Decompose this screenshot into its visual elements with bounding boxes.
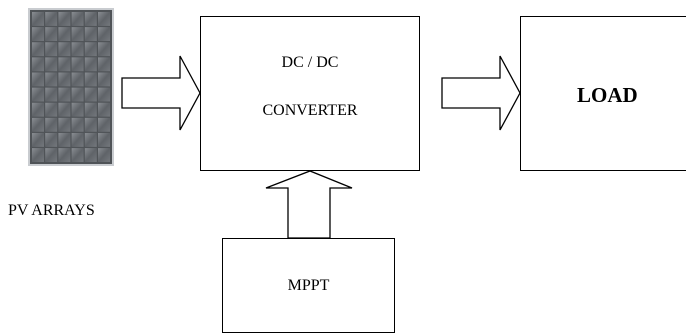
solar-cell [32, 102, 44, 117]
solar-cell [98, 27, 110, 42]
solar-cell [58, 148, 71, 162]
solar-cell [71, 57, 84, 72]
solar-cell [84, 57, 97, 72]
solar-cell [45, 72, 58, 87]
solar-cell [71, 117, 84, 132]
solar-cell [98, 42, 110, 57]
solar-cell [32, 72, 44, 87]
solar-cell [58, 132, 71, 147]
solar-cell [84, 12, 97, 26]
solar-cell [84, 148, 97, 162]
solar-cell [98, 87, 110, 102]
solar-cell [58, 87, 71, 102]
solar-cell [58, 27, 71, 42]
solar-cell [32, 148, 44, 162]
solar-cell [32, 27, 44, 42]
solar-cell [45, 87, 58, 102]
solar-cell [84, 117, 97, 132]
solar-cell [58, 102, 71, 117]
solar-cell [98, 12, 110, 26]
solar-cell [84, 87, 97, 102]
solar-cell [58, 117, 71, 132]
solar-cell [58, 12, 71, 26]
solar-cell [32, 42, 44, 57]
mppt-label: MPPT [287, 277, 330, 294]
solar-cell [84, 132, 97, 147]
solar-cell [32, 117, 44, 132]
solar-cell [32, 12, 44, 26]
solar-panel-icon [28, 8, 114, 166]
solar-cell [98, 117, 110, 132]
load-block: LOAD [520, 16, 686, 171]
dc-dc-converter-block: DC / DC CONVERTER [200, 16, 420, 171]
solar-cell [71, 72, 84, 87]
arrow-pv-to-converter [121, 55, 201, 131]
mppt-block: MPPT [222, 238, 395, 333]
arrow-converter-to-load [441, 55, 521, 131]
solar-cell [84, 27, 97, 42]
load-label: LOAD [577, 83, 638, 107]
solar-cell [84, 72, 97, 87]
solar-cell [45, 42, 58, 57]
solar-cell [71, 87, 84, 102]
solar-cell [32, 87, 44, 102]
solar-cell [71, 132, 84, 147]
solar-cell [71, 102, 84, 117]
solar-cell [32, 57, 44, 72]
arrow-mppt-to-converter [265, 170, 353, 239]
solar-cell [45, 57, 58, 72]
solar-cell [84, 102, 97, 117]
solar-cell [45, 132, 58, 147]
solar-cell [98, 102, 110, 117]
solar-cell [98, 148, 110, 162]
solar-cell [58, 42, 71, 57]
solar-cell [32, 132, 44, 147]
converter-label-line2: CONVERTER [262, 102, 358, 119]
solar-cell [45, 117, 58, 132]
solar-cell [58, 57, 71, 72]
solar-cell [45, 27, 58, 42]
solar-cell [98, 132, 110, 147]
solar-cell [98, 57, 110, 72]
solar-cell [71, 148, 84, 162]
solar-cell [71, 42, 84, 57]
solar-cell [45, 148, 58, 162]
solar-cell [71, 12, 84, 26]
solar-cell [84, 42, 97, 57]
solar-cell [45, 12, 58, 26]
solar-cell [71, 27, 84, 42]
pv-arrays-label: PV ARRAYS [8, 202, 95, 219]
converter-label-line1: DC / DC [281, 54, 339, 71]
solar-cell [58, 72, 71, 87]
solar-cell [98, 72, 110, 87]
solar-cell [45, 102, 58, 117]
